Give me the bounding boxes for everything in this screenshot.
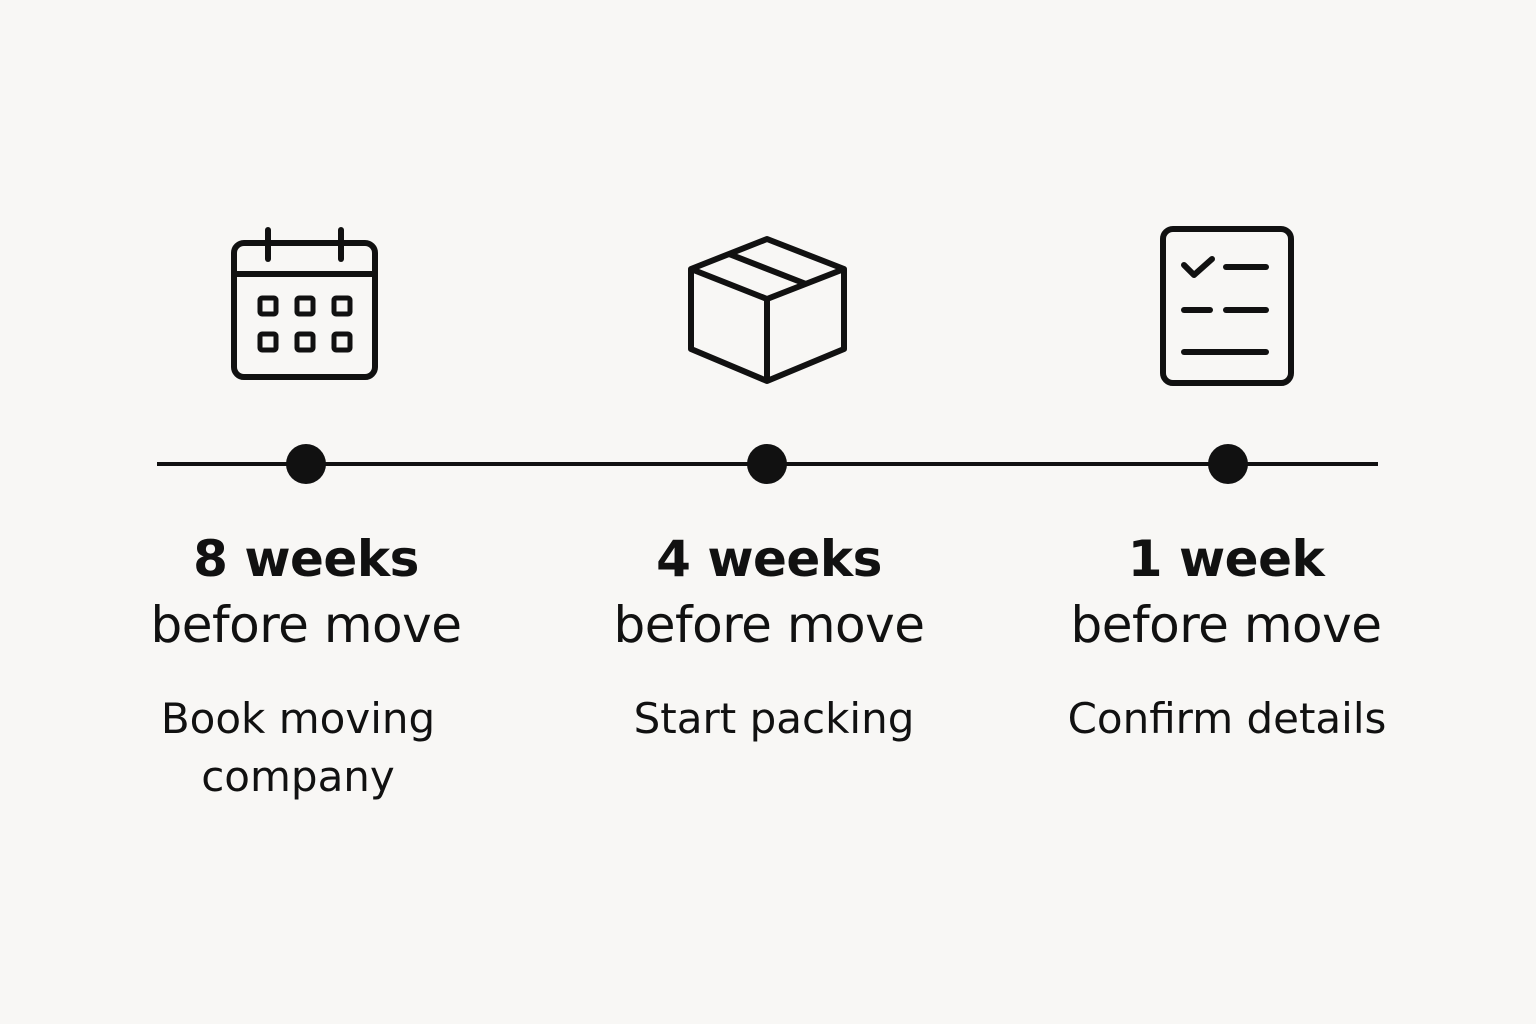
milestone-period: 1 week before move bbox=[1026, 526, 1426, 658]
milestone-period-weeks: 1 week bbox=[1127, 530, 1325, 588]
milestone-task: Confirm details bbox=[1067, 694, 1387, 743]
calendar-icon bbox=[226, 226, 386, 386]
milestone-task: Start packing bbox=[633, 694, 915, 743]
milestone-period: 4 weeks before move bbox=[569, 526, 969, 658]
milestone-period-suffix: before move bbox=[1070, 596, 1382, 654]
timeline-dot bbox=[286, 444, 326, 484]
milestone-period-weeks: 4 weeks bbox=[656, 530, 882, 588]
milestone-period-suffix: before move bbox=[150, 596, 462, 654]
box-icon bbox=[684, 232, 852, 388]
milestone-period-weeks: 8 weeks bbox=[193, 530, 419, 588]
milestone-period-suffix: before move bbox=[613, 596, 925, 654]
timeline-dot bbox=[1208, 444, 1248, 484]
milestone-period: 8 weeks before move bbox=[106, 526, 506, 658]
milestone-task: Book moving company bbox=[160, 694, 436, 801]
timeline-dot bbox=[747, 444, 787, 484]
checklist-icon bbox=[1156, 222, 1300, 390]
